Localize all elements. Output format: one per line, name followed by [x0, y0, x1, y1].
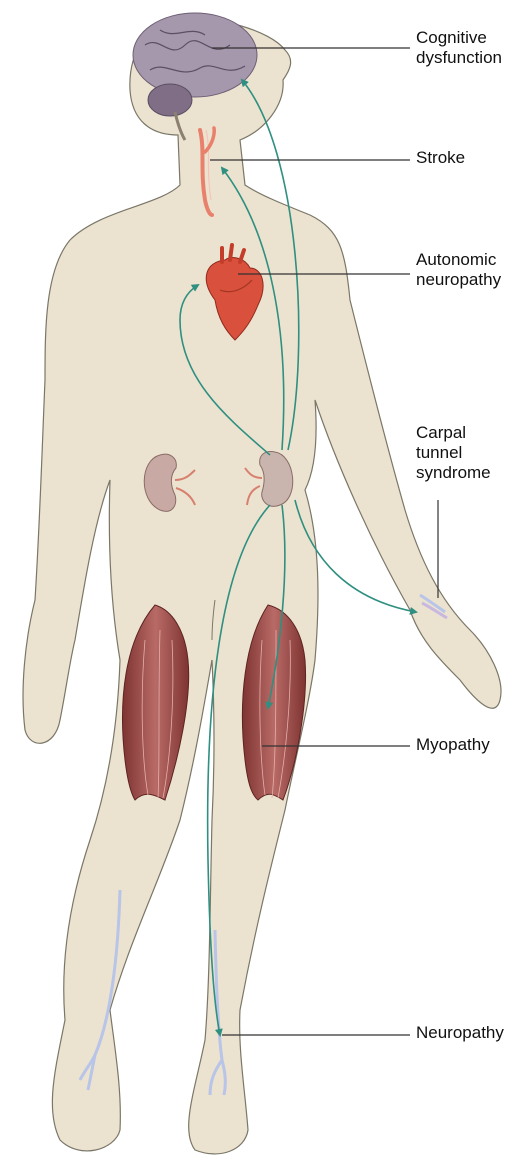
label-carpal-tunnel-syndrome: Carpal tunnel syndrome	[416, 423, 491, 483]
label-carpal-line1: Carpal	[416, 423, 491, 443]
label-carpal-line2: tunnel	[416, 443, 491, 463]
label-autonomic-line1: Autonomic	[416, 250, 501, 270]
label-cognitive-line1: Cognitive	[416, 28, 502, 48]
label-autonomic-neuropathy: Autonomic neuropathy	[416, 250, 501, 290]
label-stroke: Stroke	[416, 148, 465, 168]
label-neuropathy: Neuropathy	[416, 1023, 504, 1043]
label-carpal-line3: syndrome	[416, 463, 491, 483]
label-cognitive-line2: dysfunction	[416, 48, 502, 68]
label-autonomic-line2: neuropathy	[416, 270, 501, 290]
body-silhouette	[23, 19, 501, 1154]
label-cognitive-dysfunction: Cognitive dysfunction	[416, 28, 502, 68]
label-myopathy: Myopathy	[416, 735, 490, 755]
